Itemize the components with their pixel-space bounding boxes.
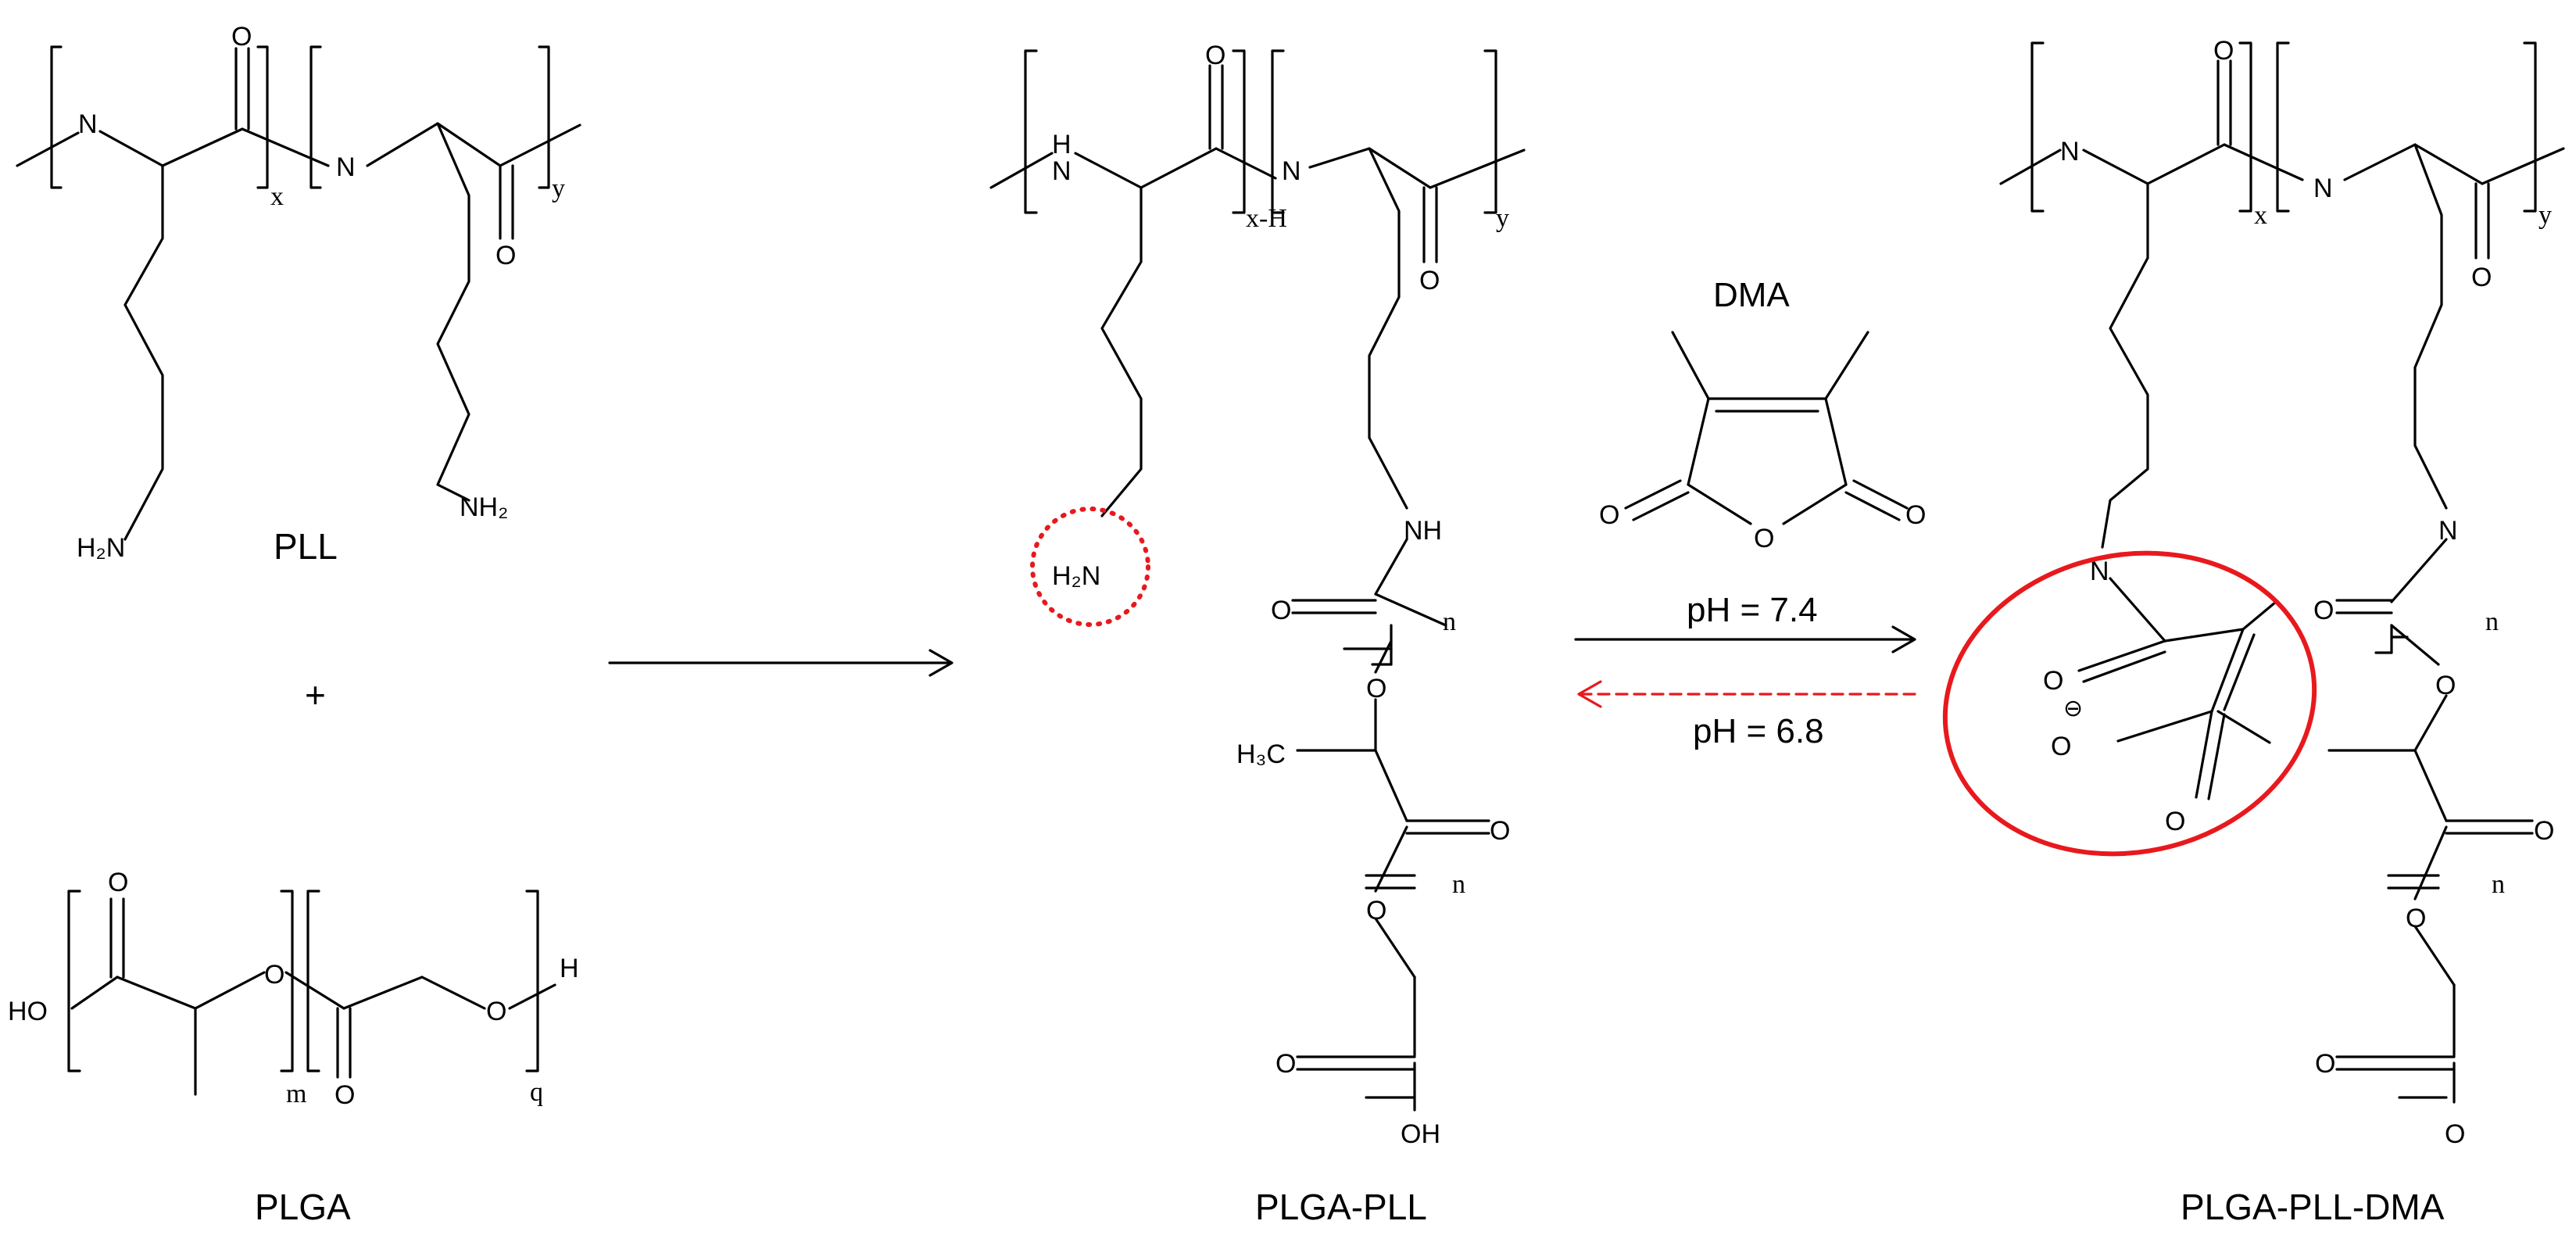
dma-prod-bracket-mid-left — [2238, 41, 2252, 213]
dma-prod-o-end: O — [2445, 1119, 2465, 1149]
dma-prod-o-top: O — [2213, 36, 2234, 66]
plgapll-h2n: H₂N — [1052, 561, 1100, 591]
plgapll-nh-left-n: N — [1052, 156, 1072, 186]
pll-bracket-mid-right — [309, 45, 322, 189]
plus-sign: + — [305, 675, 326, 715]
plga-bracket-left — [67, 890, 81, 1072]
plgapll-o-top: O — [1205, 41, 1225, 70]
pll-o-bottom: O — [496, 241, 516, 270]
amine-highlight-dotted — [1030, 507, 1150, 627]
plgapll-h3c: H₃C — [1236, 739, 1286, 769]
plga-structure: HO O O m O O H q — [8, 868, 579, 1110]
dma-prod-o-carboxylate: O — [2051, 732, 2071, 761]
dma-o-left: O — [1599, 500, 1619, 530]
plgapll-nh-left-h: H — [1052, 130, 1072, 159]
ph-reverse-label: pH = 6.8 — [1693, 712, 1824, 750]
pll-nh2: NH₂ — [460, 492, 508, 522]
plga-o-bottom: O — [335, 1080, 355, 1110]
plga-bracket-mid-left — [280, 890, 294, 1072]
pll-n-left: N — [78, 109, 98, 139]
pll-structure: N O x N O y H₂N NH₂ — [16, 22, 581, 563]
plgapll-sub-xh: x-H — [1246, 204, 1287, 233]
dma-prod-o-carbonyl2: O — [2534, 816, 2554, 846]
dma-prod-sub-y: y — [2538, 201, 2552, 230]
dma-prod-o-carbonyl3: O — [2315, 1049, 2335, 1079]
plgapll-sub-n2: n — [1452, 870, 1465, 899]
dma-prod-sub-n2: n — [2492, 870, 2505, 899]
pll-h2n: H₂N — [77, 533, 125, 563]
dma-prod-bracket-left — [2030, 41, 2045, 213]
plga-ho: HO — [8, 997, 48, 1026]
plga-pll-label: PLGA-PLL — [1255, 1187, 1427, 1227]
plga-o-end: O — [486, 997, 506, 1026]
dma-prod-n-left: N — [2060, 137, 2080, 166]
plgapll-bracket-mid-right — [1271, 49, 1285, 214]
plgapll-o-bottom: O — [1419, 266, 1440, 295]
dma-prod-o-carbonyl: O — [2165, 807, 2185, 836]
plga-sub-q: q — [530, 1078, 543, 1107]
dma-highlight-ellipse — [1942, 550, 2317, 857]
dma-prod-o-ester2: O — [2406, 904, 2426, 933]
plgapll-o-ester1: O — [1366, 674, 1386, 704]
dma-prod-charge: ⊖ — [2063, 696, 2083, 721]
plgapll-oh: OH — [1401, 1119, 1440, 1149]
plgapll-bracket-right — [1483, 49, 1497, 214]
plgapll-o-carbonyl3: O — [1275, 1049, 1296, 1079]
plga-o-top: O — [108, 868, 128, 897]
plga-label: PLGA — [255, 1187, 351, 1227]
dma-prod-sub-x: x — [2254, 201, 2267, 230]
dma-o-ring: O — [1754, 524, 1774, 553]
plgapll-bracket-left — [1024, 49, 1038, 214]
plga-pll-structure: H N O x-H N O y H₂N NH O n O H₃C O n O O… — [989, 41, 1526, 1149]
plga-pll-dma-structure: N O x N O y N O ⊖ O O N O n O O n O O O — [1999, 36, 2565, 1149]
dma-prod-sub-n1: n — [2485, 607, 2499, 636]
pll-label: PLL — [274, 526, 338, 567]
dma-prod-o-amide2: O — [2313, 596, 2334, 625]
dma-prod-o-bottom: O — [2471, 263, 2492, 292]
reverse-arrow — [1577, 680, 1916, 708]
plgapll-bracket-mid-left — [1232, 49, 1246, 214]
pll-bracket-mid-left — [256, 45, 269, 189]
dma-prod-n-link: N — [2438, 516, 2458, 546]
pll-sub-x: x — [270, 182, 284, 211]
plga-sub-m: m — [286, 1080, 306, 1108]
dma-o-right: O — [1905, 500, 1926, 530]
dma-prod-bracket-mid-right — [2276, 41, 2290, 213]
dma-prod-n-right: N — [2313, 174, 2333, 203]
reaction-arrow — [608, 649, 953, 677]
dma-structure: O O O — [1599, 331, 1926, 553]
plga-bracket-mid-right — [306, 890, 320, 1072]
plgapll-sub-n1: n — [1443, 607, 1456, 636]
plga-h: H — [560, 954, 579, 983]
plgapll-o-carbonyl2: O — [1490, 816, 1510, 846]
dma-prod-o-ester1: O — [2435, 671, 2456, 700]
plgapll-o-amide: O — [1271, 596, 1291, 625]
pll-sub-y: y — [552, 174, 565, 203]
plgapll-sub-y: y — [1496, 204, 1509, 233]
ph-forward-label: pH = 7.4 — [1687, 591, 1818, 629]
plga-pll-dma-label: PLGA-PLL-DMA — [2181, 1187, 2445, 1227]
pll-bracket-right — [538, 45, 550, 189]
dma-prod-o-amide: O — [2043, 666, 2063, 696]
pll-bracket-left — [50, 45, 63, 189]
plgapll-o-ester2: O — [1366, 896, 1386, 926]
dma-label: DMA — [1713, 276, 1790, 314]
dma-prod-bracket-right — [2523, 41, 2537, 213]
plga-bracket-right — [525, 890, 539, 1072]
plgapll-n-right: N — [1282, 156, 1301, 186]
pll-n-right: N — [336, 152, 356, 182]
plga-o-ester: O — [264, 960, 284, 990]
forward-arrow — [1574, 625, 1916, 653]
plgapll-nh: NH — [1404, 516, 1442, 546]
pll-o-top: O — [231, 22, 252, 52]
